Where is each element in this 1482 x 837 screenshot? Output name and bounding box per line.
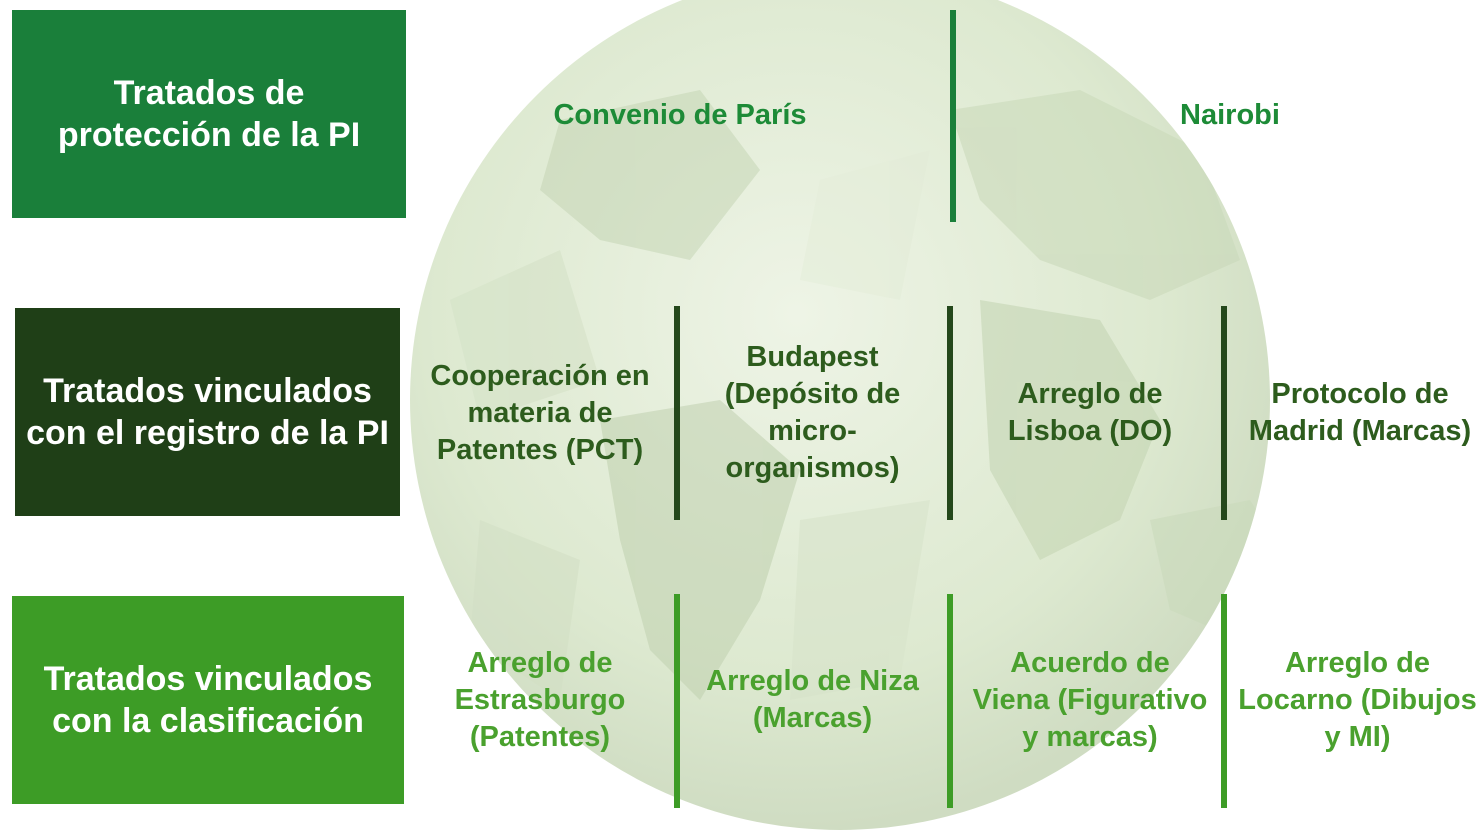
category-box-proteccion: Tratados de protección de la PI xyxy=(12,10,406,218)
treaty-label: Arreglo de Estrasburgo (Patentes) xyxy=(454,646,626,753)
treaty-locarno: Arreglo de Locarno (Dibujos y MI) xyxy=(1235,605,1480,795)
treaty-lisboa: Arreglo de Lisboa (DO) xyxy=(975,318,1205,508)
divider-line xyxy=(674,594,680,808)
category-label: Tratados de protección de la PI xyxy=(57,74,361,154)
category-label: Tratados vinculados con la clasificación xyxy=(43,660,373,740)
treaty-label: Nairobi xyxy=(1180,98,1280,131)
divider-line xyxy=(947,594,953,808)
facet xyxy=(450,250,600,420)
divider-line xyxy=(950,10,956,222)
treaty-pct: Cooperación en materia de Patentes (PCT) xyxy=(415,318,665,508)
treaty-label: Arreglo de Locarno (Dibujos y MI) xyxy=(1238,646,1477,753)
continent-shape xyxy=(980,300,1160,560)
treaty-label: Convenio de París xyxy=(553,98,807,131)
continent-shape xyxy=(600,400,800,700)
facet xyxy=(790,500,930,700)
facet xyxy=(800,150,930,300)
continent-shape xyxy=(540,90,760,260)
treaty-label: Arreglo de Niza (Marcas) xyxy=(706,665,919,734)
treaty-label: Budapest (Depósito de micro-organismos) xyxy=(724,341,901,484)
divider-line xyxy=(1221,306,1227,520)
treaty-niza: Arreglo de Niza (Marcas) xyxy=(690,605,935,795)
treaty-madrid: Protocolo de Madrid (Marcas) xyxy=(1240,318,1480,508)
treaty-estrasburgo: Arreglo de Estrasburgo (Patentes) xyxy=(420,605,660,795)
category-box-registro: Tratados vinculados con el registro de l… xyxy=(15,308,400,516)
treaty-label: Protocolo de Madrid (Marcas) xyxy=(1248,378,1472,447)
treaty-viena: Acuerdo de Viena (Figurativo y marcas) xyxy=(970,605,1210,795)
divider-line xyxy=(674,306,680,520)
facet xyxy=(470,520,580,700)
treaty-label: Arreglo de Lisboa (DO) xyxy=(1007,378,1173,447)
treaty-label: Acuerdo de Viena (Figurativo y marcas) xyxy=(972,646,1208,753)
treaty-convenio-paris: Convenio de París xyxy=(470,70,890,160)
treaty-nairobi: Nairobi xyxy=(1040,70,1420,160)
divider-line xyxy=(1221,594,1227,808)
category-box-clasificacion: Tratados vinculados con la clasificación xyxy=(12,596,404,804)
continent-shape xyxy=(950,90,1240,300)
divider-line xyxy=(947,306,953,520)
treaty-budapest: Budapest (Depósito de micro-organismos) xyxy=(690,318,935,508)
treaty-label: Cooperación en materia de Patentes (PCT) xyxy=(430,359,650,466)
category-label: Tratados vinculados con el registro de l… xyxy=(26,372,389,452)
